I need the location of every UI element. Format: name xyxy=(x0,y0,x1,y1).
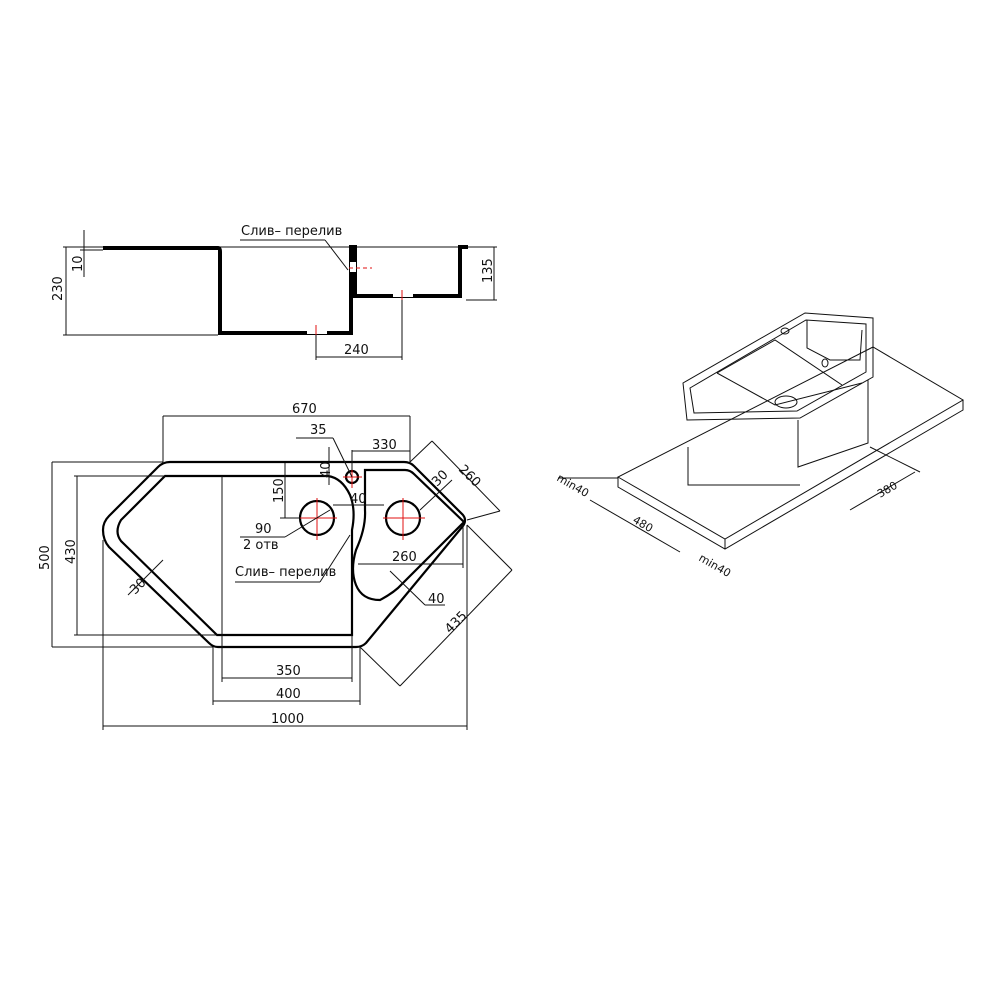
holes-count-label: 2 отв xyxy=(243,538,279,553)
overflow-hole xyxy=(350,262,356,272)
dim-430: 430 xyxy=(64,539,79,564)
left-bowl-inner xyxy=(116,474,355,637)
dim-330: 330 xyxy=(372,438,397,453)
tap-hole-iso xyxy=(780,327,790,335)
dim-480: 480 xyxy=(631,513,656,535)
dim-400: 400 xyxy=(276,687,301,702)
dim-230: 230 xyxy=(51,276,66,301)
dim-240: 240 xyxy=(344,343,369,358)
cutout xyxy=(687,447,800,486)
sink-outline xyxy=(101,460,467,649)
dim-10: 10 xyxy=(71,255,86,272)
dim-40-vertical: 40 xyxy=(319,461,334,478)
dim-min40-left: min40 xyxy=(555,471,592,500)
dim-30-left: 30 xyxy=(127,576,149,598)
plan-overflow-label: Слив– перелив xyxy=(235,565,336,580)
dim-350: 350 xyxy=(276,664,301,679)
dim-670: 670 xyxy=(292,402,317,417)
bowl-drain xyxy=(774,395,798,409)
holes-diameter-label: 90 xyxy=(255,522,272,537)
dim-135: 135 xyxy=(481,258,496,283)
dim-40-horizontal: 40 xyxy=(350,492,367,507)
dim-min40-right: min40 xyxy=(697,551,734,580)
plan-view: 670 35 330 40 40 150 90 2 отв Слив– пере… xyxy=(38,402,513,730)
dim-1000: 1000 xyxy=(271,712,304,727)
dim-35: 35 xyxy=(310,423,327,438)
drain-right xyxy=(393,294,413,297)
drain-left xyxy=(307,331,327,334)
dim-150: 150 xyxy=(272,478,287,503)
dim-260-bowl: 260 xyxy=(392,550,417,565)
dim-380: 380 xyxy=(875,479,900,501)
section-view: 230 10 135 240 Слив– перелив xyxy=(51,224,497,360)
dim-260-side: 260 xyxy=(455,462,483,490)
sink-rim xyxy=(682,312,874,421)
dim-500: 500 xyxy=(38,545,53,570)
dim-40-rim: 40 xyxy=(428,592,445,607)
section-profile xyxy=(103,245,468,335)
right-bowl-inner xyxy=(351,468,466,602)
bowl-body xyxy=(797,380,869,468)
sink-rim-inner xyxy=(689,319,867,414)
section-overflow-label: Слив– перелив xyxy=(241,224,342,239)
isometric-view: min40 480 min40 380 xyxy=(555,312,964,580)
dim-435: 435 xyxy=(442,609,470,637)
overflow-iso xyxy=(821,358,829,368)
dim-30-right: 30 xyxy=(429,468,451,490)
